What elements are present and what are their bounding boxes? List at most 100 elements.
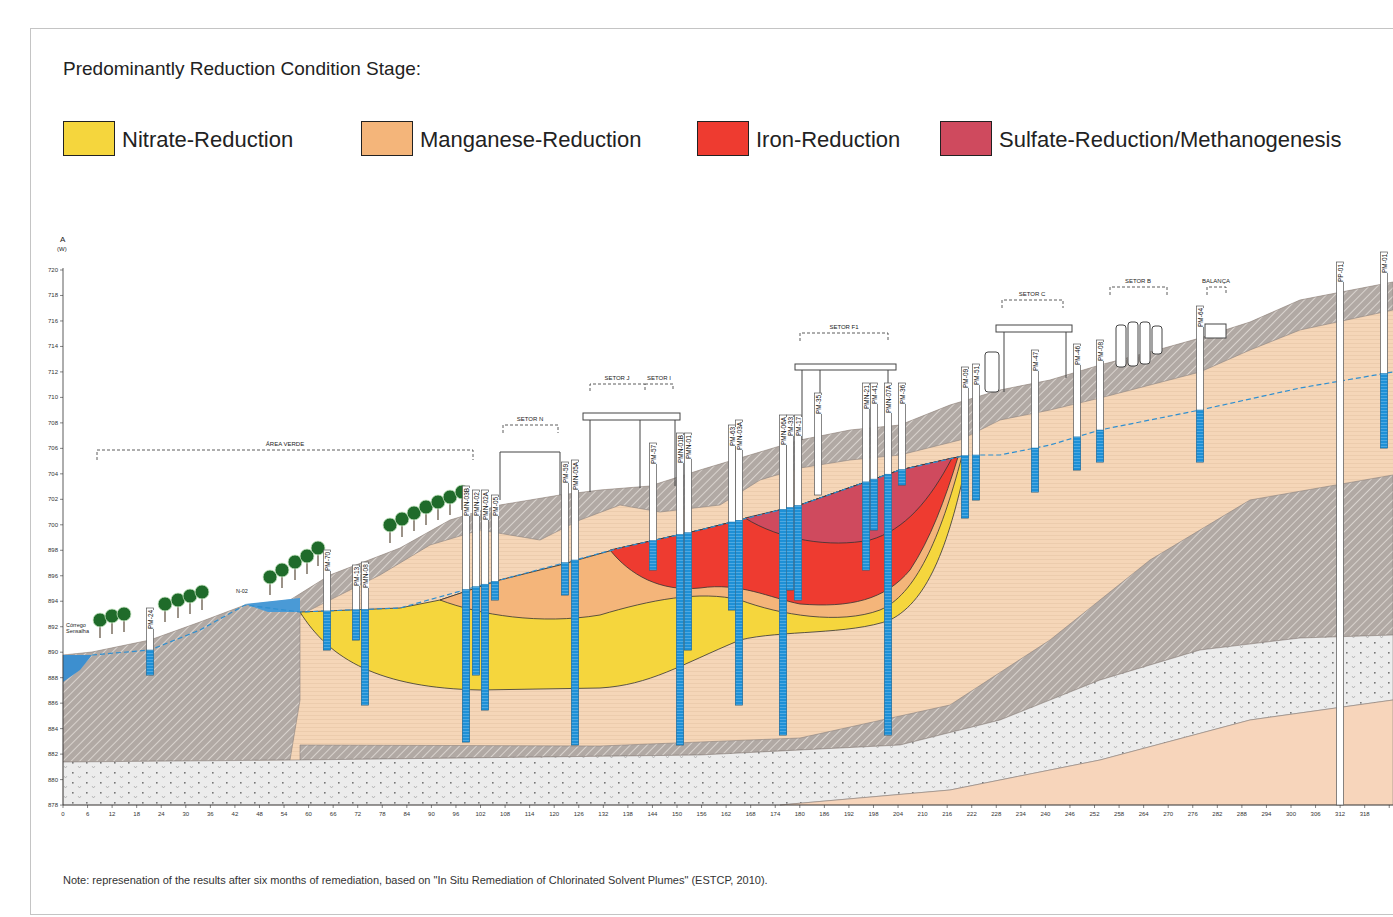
well-screen — [1381, 374, 1388, 448]
well-casing — [1097, 340, 1104, 462]
well-screen — [780, 509, 787, 735]
tick — [60, 601, 63, 602]
distance-tick: 186 — [819, 810, 829, 818]
well-name: PMN-21 — [863, 385, 870, 409]
axis-label: (W) — [57, 246, 67, 253]
elevation-tick: 888 — [48, 674, 58, 682]
distance-tick: 48 — [256, 810, 263, 818]
distance-tick: 42 — [232, 810, 239, 818]
tick — [677, 805, 678, 808]
tick — [333, 805, 334, 808]
tick — [1291, 805, 1292, 808]
well-casing — [492, 495, 499, 600]
well-screen — [685, 533, 692, 650]
well-casing — [795, 415, 802, 600]
well-casing — [650, 443, 657, 570]
tick — [1143, 805, 1144, 808]
well-casing — [463, 486, 470, 742]
distance-tick: 168 — [746, 810, 756, 818]
tick — [873, 805, 874, 808]
distance-tick: 0 — [61, 810, 64, 818]
tick — [60, 754, 63, 755]
elevation-tick: 706 — [48, 444, 58, 452]
tick — [1045, 805, 1046, 808]
tick — [824, 805, 825, 808]
sector-label: SETOR I — [646, 374, 672, 382]
well-screen — [1074, 437, 1081, 470]
sector-label: SETOR C — [1018, 290, 1047, 298]
tree-crown — [263, 570, 277, 584]
elevation-tick: 896 — [48, 572, 58, 580]
tick — [1340, 805, 1341, 808]
tick — [627, 805, 628, 808]
well-name: PMN-07A — [885, 385, 892, 413]
distance-tick: 300 — [1286, 810, 1296, 818]
distance-tick: 108 — [500, 810, 510, 818]
tick — [112, 805, 113, 808]
well-name: PMN-02A — [482, 492, 489, 520]
tree-crown — [195, 585, 209, 599]
well-name: PMN-02 — [473, 492, 480, 516]
distance-tick: 156 — [697, 810, 707, 818]
well-name: PM-63 — [729, 427, 736, 446]
distance-tick: 246 — [1065, 810, 1075, 818]
bedrock — [780, 700, 1393, 805]
well-name: PM-41 — [871, 385, 878, 404]
distance-tick: 78 — [379, 810, 386, 818]
well-name: PP-01 — [1337, 264, 1344, 282]
legend-text: Sulfate-Reduction/Methanogenesis — [999, 127, 1341, 153]
stream — [63, 655, 92, 682]
tick — [1192, 805, 1193, 808]
well-screen — [1097, 430, 1104, 462]
well-casing — [353, 565, 360, 640]
well-casing — [685, 433, 692, 650]
well-casing — [780, 415, 787, 735]
tick — [60, 473, 63, 474]
tick — [480, 805, 481, 808]
tree-crown — [158, 597, 172, 611]
manganese-zone — [440, 456, 962, 619]
well-screen — [973, 455, 980, 500]
tick — [799, 805, 800, 808]
tick — [406, 805, 407, 808]
distance-tick: 102 — [476, 810, 486, 818]
well-casing — [787, 415, 794, 590]
tick — [234, 805, 235, 808]
well-casing — [973, 364, 980, 500]
well-screen — [562, 563, 569, 595]
distance-tick: 222 — [967, 810, 977, 818]
distance-tick: 282 — [1212, 810, 1222, 818]
elevation-tick: 878 — [48, 801, 58, 809]
tick — [259, 805, 260, 808]
tick — [1241, 805, 1242, 808]
distance-tick: 114 — [525, 810, 535, 818]
well-name: PM-64 — [1197, 308, 1204, 327]
well-casing — [324, 550, 331, 650]
tick — [60, 805, 63, 806]
tick — [1094, 805, 1095, 808]
elevation-tick: 710 — [48, 393, 58, 401]
legend-swatch — [361, 121, 413, 156]
elevation-tick: 716 — [48, 317, 58, 325]
tick — [284, 805, 285, 808]
well-casing — [562, 462, 569, 595]
nitrate-zone — [300, 455, 968, 690]
tick — [1217, 805, 1218, 808]
well-casing — [1381, 252, 1388, 448]
well-name: PM-59 — [562, 464, 569, 483]
distance-tick: 234 — [1016, 810, 1026, 818]
tree-crown — [275, 563, 289, 577]
well-casing — [677, 433, 684, 745]
well-screen — [962, 456, 969, 518]
distance-tick: 252 — [1090, 810, 1100, 818]
sector-label: SETOR F1 — [828, 323, 859, 331]
tick — [161, 805, 162, 808]
legend-swatch — [63, 121, 115, 156]
distance-tick: 132 — [598, 810, 608, 818]
well-screen — [492, 581, 499, 600]
distance-tick: 306 — [1311, 810, 1321, 818]
aquifer — [63, 282, 1393, 805]
well-screen — [871, 479, 878, 530]
distance-tick: 312 — [1335, 810, 1345, 818]
well-name: PM-36 — [899, 385, 906, 404]
